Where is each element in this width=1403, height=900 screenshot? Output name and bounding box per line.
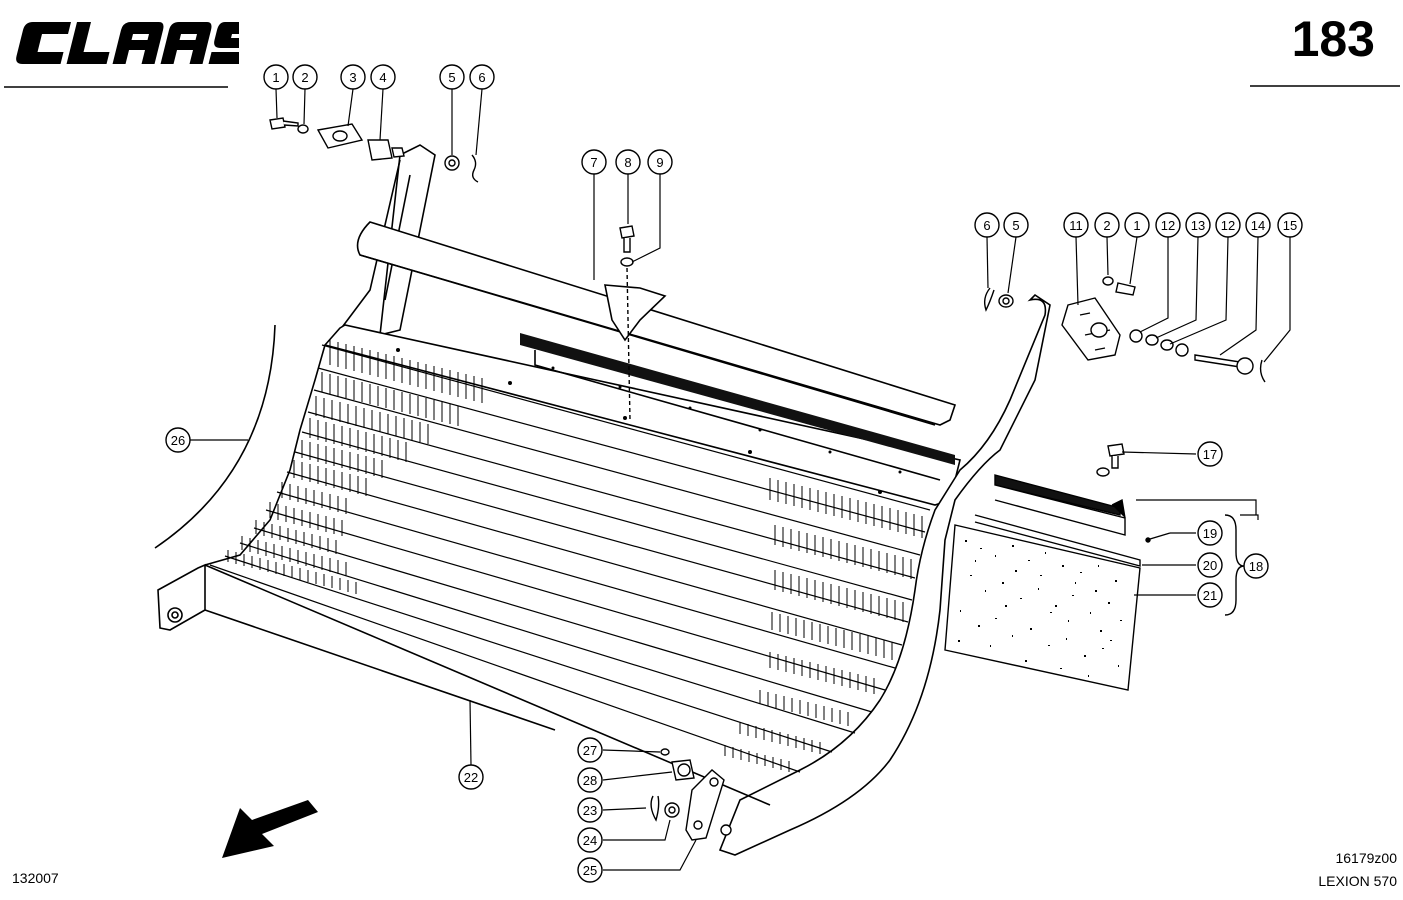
- callout-label: 8: [624, 155, 631, 170]
- callout-5a: 5: [439, 64, 465, 90]
- callout-label: 18: [1249, 559, 1263, 574]
- callouts: 1 2 3 4 5 6 7 8 9 6 5 11 2 1 12 13 12 14…: [165, 64, 1303, 883]
- bolt-17: [1096, 443, 1125, 477]
- callout-label: 14: [1251, 218, 1265, 233]
- page-number: 183: [1291, 11, 1375, 67]
- callout-8: 8: [615, 149, 641, 175]
- callout-18: 18: [1243, 553, 1269, 579]
- callout-28: 28: [577, 767, 603, 793]
- hardware-upper-right: [983, 276, 1266, 383]
- model-name: LEXION 570: [1318, 873, 1397, 889]
- bracket-18: [1224, 514, 1245, 616]
- callout-5b: 5: [1003, 212, 1029, 238]
- callout-11: 11: [1063, 212, 1089, 238]
- callout-9: 9: [647, 149, 673, 175]
- callout-13: 13: [1185, 212, 1211, 238]
- callout-17: 17: [1197, 441, 1223, 467]
- callout-12b: 12: [1215, 212, 1241, 238]
- callout-2b: 2: [1094, 212, 1120, 238]
- callout-label: 21: [1203, 588, 1217, 603]
- callout-27: 27: [577, 737, 603, 763]
- callout-label: 7: [590, 155, 597, 170]
- callout-7: 7: [581, 149, 607, 175]
- callout-20: 20: [1197, 552, 1223, 578]
- callout-22: 22: [458, 764, 484, 790]
- callout-label: 6: [478, 70, 485, 85]
- callout-21: 21: [1197, 582, 1223, 608]
- plate-holes: [396, 348, 902, 494]
- sieve-hatch-left: [227, 340, 483, 594]
- document-code: 132007: [12, 870, 59, 886]
- callout-label: 27: [583, 743, 597, 758]
- sieve-hatch-right: [724, 478, 923, 772]
- callout-label: 23: [583, 803, 597, 818]
- callout-19: 19: [1197, 520, 1223, 546]
- callout-label: 3: [349, 70, 356, 85]
- callout-label: 5: [448, 70, 455, 85]
- strip-assembly-18: [944, 474, 1171, 691]
- callout-label: 26: [171, 433, 185, 448]
- callout-26: 26: [165, 427, 191, 453]
- sieve-bars: [209, 344, 931, 773]
- hardware-lower: [650, 748, 732, 841]
- callout-label: 25: [583, 863, 597, 878]
- callout-2a: 2: [292, 64, 318, 90]
- brush-texture-21: [958, 540, 1122, 677]
- callout-label: 1: [272, 70, 279, 85]
- callout-15: 15: [1277, 212, 1303, 238]
- callout-label: 11: [1069, 218, 1083, 233]
- callout-1b: 1: [1124, 212, 1150, 238]
- boundary-arc-26: [154, 324, 276, 549]
- callout-label: 15: [1283, 218, 1297, 233]
- hardware-upper-left: [269, 117, 479, 183]
- callout-label: 1: [1133, 218, 1140, 233]
- drawing-code: 16179z00: [1335, 850, 1397, 866]
- callout-6a: 6: [469, 64, 495, 90]
- callout-6b: 6: [974, 212, 1000, 238]
- callout-label: 20: [1203, 558, 1217, 573]
- callout-label: 13: [1191, 218, 1205, 233]
- callout-3: 3: [340, 64, 366, 90]
- leader-lines: [190, 88, 1291, 871]
- callout-24: 24: [577, 827, 603, 853]
- callout-label: 17: [1203, 447, 1217, 462]
- callout-label: 12: [1161, 218, 1175, 233]
- callout-label: 28: [583, 773, 597, 788]
- direction-arrow: [222, 800, 318, 858]
- callout-4: 4: [370, 64, 396, 90]
- callout-25: 25: [577, 857, 603, 883]
- callout-label: 4: [379, 70, 386, 85]
- callout-label: 12: [1221, 218, 1235, 233]
- callout-label: 19: [1203, 526, 1217, 541]
- callout-14: 14: [1245, 212, 1271, 238]
- callout-label: 5: [1012, 218, 1019, 233]
- claas-logo: [16, 22, 239, 64]
- callout-label: 9: [656, 155, 663, 170]
- callout-label: 6: [983, 218, 990, 233]
- callout-label: 2: [301, 70, 308, 85]
- callout-1a: 1: [263, 64, 289, 90]
- callout-label: 24: [583, 833, 597, 848]
- callout-12a: 12: [1155, 212, 1181, 238]
- concave-assembly: [157, 144, 1051, 856]
- callout-23: 23: [577, 797, 603, 823]
- callout-label: 2: [1103, 218, 1110, 233]
- callout-label: 22: [464, 770, 478, 785]
- bolt-8-washer-9: [619, 225, 635, 421]
